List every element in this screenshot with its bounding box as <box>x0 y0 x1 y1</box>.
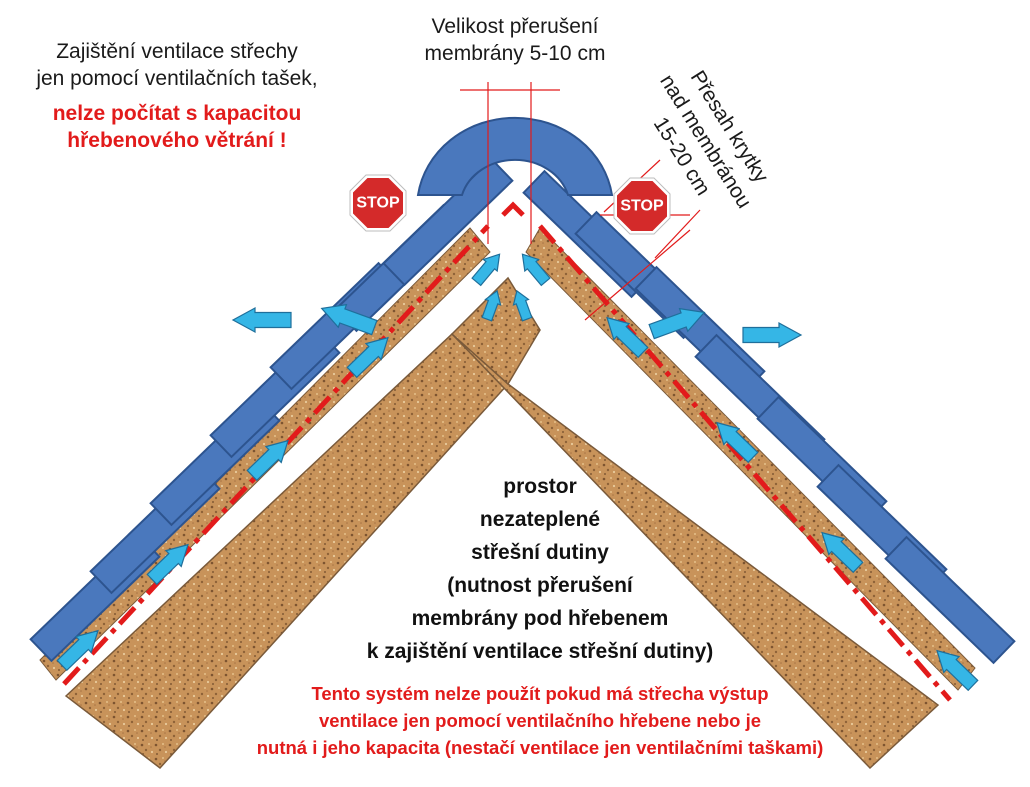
arrow-up-left-slope <box>146 543 189 586</box>
stop-sign-left: STOP <box>349 174 407 232</box>
tile-left <box>382 157 514 287</box>
right-membrane-line <box>538 224 952 702</box>
arrow-up-right-slope <box>716 421 759 464</box>
ventilation-note-line2: jen pomocí ventilačních tašek, <box>36 67 318 90</box>
arrow-up-right-slope <box>606 316 649 359</box>
roof-tiles <box>29 157 1016 665</box>
airflow-arrows <box>56 253 979 692</box>
ridge-membrane-break <box>501 201 525 217</box>
gap-size-label: Velikost přerušení membrány 5-10 cm <box>390 13 640 67</box>
arrow-up-left-slope <box>56 629 99 672</box>
attic-space-description: prostor nezateplené střešní dutiny (nutn… <box>300 470 780 668</box>
attic-text-line2: nezateplené <box>479 508 601 531</box>
arrow-ridge-up-left <box>481 289 502 322</box>
attic-text-line6: k zajištění ventilace střešní dutiny) <box>366 640 714 663</box>
arrow-exhaust-right <box>742 321 803 349</box>
gap-size-label-line1: Velikost přerušení <box>431 15 599 38</box>
tile-right <box>884 535 1016 665</box>
arrow-exhaust-left <box>231 306 292 334</box>
arrow-exhaust-right-inner <box>648 307 706 340</box>
gap-dimension-lines <box>460 82 560 244</box>
attic-text-line3: střešní dutiny <box>471 541 609 564</box>
arrow-exhaust-left-inner <box>320 303 378 336</box>
stop-sign-right: STOP <box>613 177 671 235</box>
ventilation-note: Zajištění ventilace střechy jen pomocí v… <box>12 38 342 92</box>
ridge-cap <box>416 116 614 196</box>
system-limitation-note: Tento systém nelze použít pokud má střec… <box>160 680 920 761</box>
ridge-capacity-warning-line1: nelze počítat s kapacitou <box>52 102 302 125</box>
arrow-ridge-right <box>521 253 551 287</box>
arrow-up-left-slope <box>246 439 289 482</box>
attic-text-line5: membrány pod hřebenem <box>411 607 669 630</box>
ventilation-note-line1: Zajištění ventilace střechy <box>56 40 298 63</box>
attic-text-line1: prostor <box>503 475 577 498</box>
arrow-up-left-slope <box>346 336 389 379</box>
system-limitation-line1: Tento systém nelze použít pokud má střec… <box>311 683 769 704</box>
attic-text-line4: (nutnost přerušení <box>447 574 633 597</box>
arrow-up-right-slope <box>936 649 979 692</box>
arrow-ridge-left <box>471 253 501 287</box>
stop-sign-right-label: STOP <box>620 198 664 215</box>
stop-sign-left-label: STOP <box>356 195 400 212</box>
gap-size-label-line2: membrány 5-10 cm <box>424 42 606 65</box>
ridge-capacity-warning: nelze počítat s kapacitou hřebenového vě… <box>12 100 342 154</box>
system-limitation-line2: ventilace jen pomocí ventilačního hřeben… <box>318 710 762 731</box>
system-limitation-line3: nutná i jeho kapacita (nestačí ventilace… <box>256 737 824 758</box>
ridge-capacity-warning-line2: hřebenového větrání ! <box>67 129 287 152</box>
arrow-up-right-slope <box>821 531 864 574</box>
arrow-ridge-up-right <box>512 289 533 322</box>
